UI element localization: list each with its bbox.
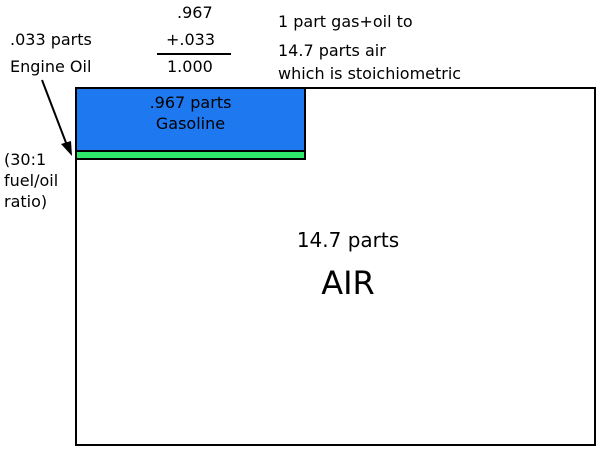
ratio-note-line-1: (30:1: [4, 150, 47, 169]
stoich-note-line-1: 1 part gas+oil to: [278, 12, 413, 31]
ratio-note-line-2: fuel/oil: [4, 171, 59, 190]
air-label: AIR: [321, 264, 375, 302]
gasoline-amount: .967 parts: [149, 93, 232, 112]
ratio-note-line-3: ratio): [4, 192, 48, 211]
sum-line-1: .967: [177, 3, 213, 22]
oil-label-amount: .033 parts: [10, 30, 92, 49]
oil-strip: [75, 150, 306, 160]
gasoline-box: [75, 87, 306, 152]
air-amount: 14.7 parts: [296, 228, 400, 252]
gasoline-label: Gasoline: [155, 114, 226, 133]
sum-line-2: +.033: [166, 30, 216, 49]
oil-label-name: Engine Oil: [10, 57, 92, 76]
stoich-note-line-3: which is stoichiometric: [278, 64, 462, 83]
stoich-note-line-2: 14.7 parts air: [278, 41, 386, 60]
sum-divider: [157, 53, 231, 55]
sum-total: 1.000: [167, 57, 213, 76]
